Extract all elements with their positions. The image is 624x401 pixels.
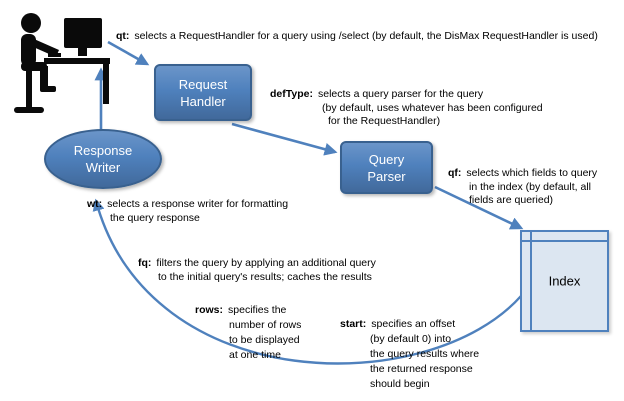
annotation-wt-line1: wt: selects a response writer for formatt…: [87, 198, 288, 212]
annotation-start-text3: the query results where: [370, 348, 480, 360]
annotation-fq: fq: filters the query by applying an addi…: [138, 257, 376, 284]
annotation-start: start: specifies an offset (by default 0)…: [340, 317, 479, 392]
node-request-handler-line1: Request: [178, 76, 228, 92]
annotation-deftype-label: defType:: [270, 88, 313, 100]
node-response-writer: Response Writer: [44, 129, 162, 189]
node-query-parser-line2: Parser: [367, 168, 406, 184]
annotation-fq-text2: to the initial query's results; caches t…: [158, 270, 372, 283]
annotation-fq-label: fq:: [138, 257, 152, 269]
node-index: Index: [520, 230, 609, 332]
annotation-qf-label: qf:: [448, 167, 462, 179]
annotation-qf-text3: fields are queried): [469, 194, 554, 206]
monitor-stand: [78, 48, 87, 56]
annotation-rows-text2: number of rows: [229, 319, 302, 331]
index-top-rule: [522, 240, 607, 242]
person-arm: [31, 39, 59, 57]
annotation-qt-label: qt:: [116, 30, 130, 42]
annotation-qf-text2: in the index (by default, all: [469, 180, 591, 193]
annotation-wt-label: wt:: [87, 198, 103, 210]
annotation-rows-text1: specifies the: [228, 304, 287, 316]
annotation-qf-text1: selects which fields to query: [466, 167, 598, 179]
annotation-wt: wt: selects a response writer for formatt…: [87, 198, 288, 225]
node-request-handler-line2: Handler: [180, 93, 226, 109]
person-leg: [40, 66, 48, 88]
node-index-label: Index: [548, 273, 581, 289]
annotation-rows: rows: specifies the number of rows to be …: [195, 303, 301, 363]
node-request-handler: Request Handler: [154, 64, 252, 121]
annotation-deftype-text1: selects a query parser for the query: [317, 88, 484, 100]
node-response-writer-line2: Writer: [85, 160, 121, 175]
desk-leg: [103, 64, 109, 104]
annotation-start-text5: should begin: [370, 378, 430, 390]
person-figure: [14, 13, 110, 113]
annotation-qt-line1: qt: selects a RequestHandler for a query …: [116, 30, 598, 44]
person-head: [21, 13, 41, 33]
chair-pedestal: [26, 71, 32, 107]
annotation-rows-text3: to be displayed: [229, 334, 300, 346]
annotation-qt-text: selects a RequestHandler for a query usi…: [134, 30, 598, 42]
annotation-rows-text4: at one time: [229, 349, 281, 361]
annotation-fq-line1: fq: filters the query by applying an addi…: [138, 257, 376, 271]
monitor-icon: [64, 18, 102, 48]
index-left-rule: [530, 232, 532, 330]
person-foot: [40, 86, 56, 92]
annotation-qf-line1: qf: selects which fields to query: [448, 167, 597, 181]
annotation-deftype-text2: (by default, uses whatever has been conf…: [322, 101, 543, 114]
annotation-wt-text2: the query response: [110, 211, 200, 224]
annotation-start-line1: start: specifies an offset: [340, 317, 479, 332]
node-query-parser: Query Parser: [340, 141, 433, 194]
node-query-parser-line1: Query: [368, 151, 405, 167]
annotation-rows-label: rows:: [195, 304, 224, 316]
annotation-deftype-line1: defType: selects a query parser for the q…: [270, 88, 543, 102]
person-computer-icon: [14, 13, 110, 113]
annotation-rows-line1: rows: specifies the: [195, 303, 301, 318]
annotation-start-text1: specifies an offset: [371, 318, 456, 330]
node-response-writer-line1: Response: [73, 143, 133, 158]
annotation-start-label: start:: [340, 318, 367, 330]
annotation-qf: qf: selects which fields to query in the …: [448, 167, 597, 208]
annotation-start-text2: (by default 0) into: [370, 333, 452, 345]
desk: [44, 58, 110, 64]
annotation-deftype: defType: selects a query parser for the q…: [270, 88, 543, 129]
person-torso: [21, 34, 36, 66]
annotation-fq-text1: filters the query by applying an additio…: [156, 257, 376, 269]
annotation-wt-text1: selects a response writer for formatting: [107, 198, 289, 210]
annotation-deftype-text3: for the RequestHandler): [328, 115, 441, 127]
annotation-start-text4: the returned response: [370, 363, 473, 375]
annotation-qt: qt: selects a RequestHandler for a query …: [116, 30, 598, 44]
chair-base: [14, 107, 44, 113]
